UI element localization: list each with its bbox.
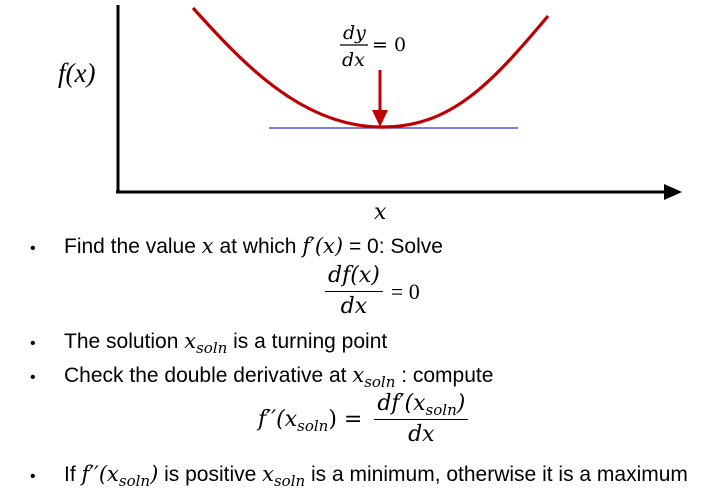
bullet-1-marker: • bbox=[30, 240, 36, 257]
bullet-2-x: x bbox=[184, 329, 197, 353]
x-axis-label: x bbox=[374, 200, 387, 225]
y-axis-label: f(x) bbox=[58, 58, 95, 88]
bullet-4-part-c: is a minimum, otherwise it is a maximum bbox=[305, 463, 688, 486]
bullet-3-x: x bbox=[352, 363, 365, 387]
equation-2-denominator: dx bbox=[408, 422, 435, 447]
minimum-diagram: f(x) x dy dx = 0 bbox=[58, 5, 682, 225]
bullet-4-sub-2: soln bbox=[273, 472, 306, 490]
bullet-4-x: x bbox=[262, 462, 274, 486]
bullet-1-text: Find the value x at which f′(x) = 0: Sol… bbox=[64, 233, 443, 260]
bullet-4-part-a: If bbox=[64, 463, 82, 486]
bullet-4-sub-1: soln bbox=[118, 472, 151, 490]
bullet-3-marker: • bbox=[30, 369, 36, 386]
bullet-3-part-b: : compute bbox=[395, 364, 494, 387]
bullet-4-text: If f′′(xsoln) is positive xsoln is a min… bbox=[64, 461, 688, 490]
x-axis-arrowhead bbox=[664, 184, 682, 200]
equation-1-rhs: = 0 bbox=[390, 278, 420, 304]
bullet-1-part-a: Find the value bbox=[64, 235, 202, 258]
bullet-2-text: The solution xsoln is a turning point bbox=[64, 328, 388, 357]
bullet-4-f: f′′(x bbox=[81, 462, 119, 486]
annotation-equals: = 0 bbox=[372, 34, 406, 56]
annotation-denominator: dx bbox=[342, 49, 365, 71]
annotation-numerator: dy bbox=[343, 22, 366, 44]
bullet-2-part-a: The solution bbox=[64, 330, 185, 353]
bullet-1-f-prime: f′(x) bbox=[302, 234, 344, 258]
equation-2-lhs: f′′(xsoln) = bbox=[258, 407, 363, 435]
bullet-2-marker: • bbox=[30, 335, 36, 352]
bullet-4-part-b: is positive bbox=[158, 463, 263, 486]
bullet-1-part-c: = 0: Solve bbox=[343, 235, 443, 258]
bullet-1-part-b: at which bbox=[213, 235, 303, 258]
equation-1-numerator: df(x) bbox=[325, 262, 383, 292]
equation-1: df(x) dx = 0 bbox=[325, 262, 420, 321]
bullet-2-part-b: is a turning point bbox=[227, 330, 388, 353]
bullet-4-close: ) bbox=[150, 462, 159, 486]
equation-2-numerator: df′(xsoln) bbox=[374, 390, 469, 420]
bullet-2-sub: soln bbox=[196, 339, 228, 357]
bullet-3-part-a: Check the double derivative at bbox=[64, 364, 353, 387]
bullet-1-var-x: x bbox=[201, 234, 214, 258]
minimum-arrowhead bbox=[372, 110, 388, 127]
bullet-3-text: Check the double derivative at xsoln : c… bbox=[64, 362, 494, 391]
equation-2: f′′(xsoln) = df′(xsoln) dx bbox=[258, 390, 469, 449]
bullet-3-sub: soln bbox=[364, 373, 396, 391]
function-curve bbox=[191, 6, 550, 129]
bullet-4-marker: • bbox=[30, 468, 36, 485]
equation-2-fraction: df′(xsoln) dx bbox=[374, 390, 469, 449]
equation-1-fraction: df(x) dx bbox=[325, 262, 383, 321]
equation-1-denominator: dx bbox=[340, 294, 368, 319]
